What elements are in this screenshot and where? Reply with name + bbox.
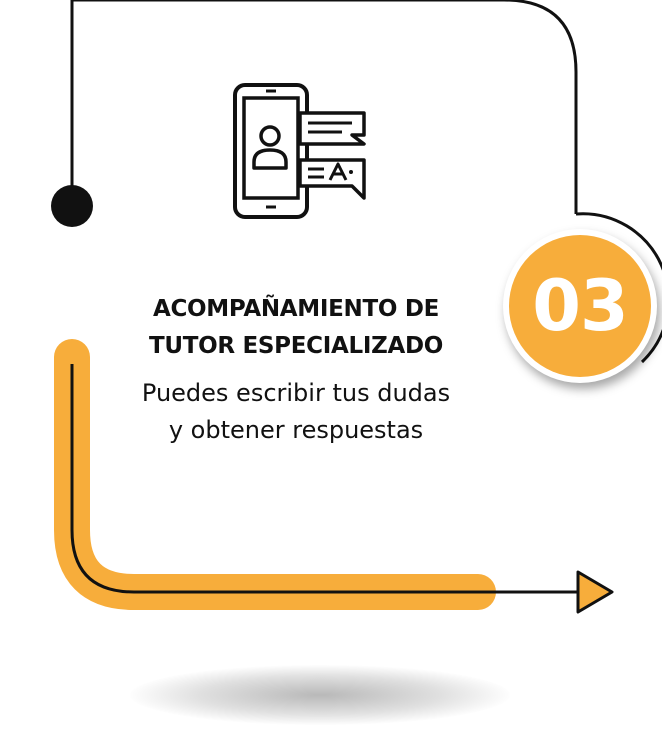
title-line-1: ACOMPAÑAMIENTO DE xyxy=(152,296,440,322)
card-title: ACOMPAÑAMIENTO DE TUTOR ESPECIALIZADO xyxy=(96,291,496,365)
start-dot xyxy=(51,185,93,227)
step-number: 03 xyxy=(532,265,628,347)
top-frame-line xyxy=(70,0,578,214)
badge-circle: 03 xyxy=(509,235,651,377)
arrow-icon xyxy=(576,570,614,614)
description-line-1: Puedes escribir tus dudas xyxy=(141,379,451,407)
phone-chat-icon xyxy=(233,83,366,219)
title-line-2: TUTOR ESPECIALIZADO xyxy=(148,333,444,359)
card-description: Puedes escribir tus dudas y obtener resp… xyxy=(96,375,496,449)
card-shadow xyxy=(130,665,510,725)
step-number-badge: 03 xyxy=(503,229,657,383)
badge-arc xyxy=(575,212,662,364)
description-line-2: y obtener respuestas xyxy=(168,416,424,444)
connector-line xyxy=(70,364,578,594)
